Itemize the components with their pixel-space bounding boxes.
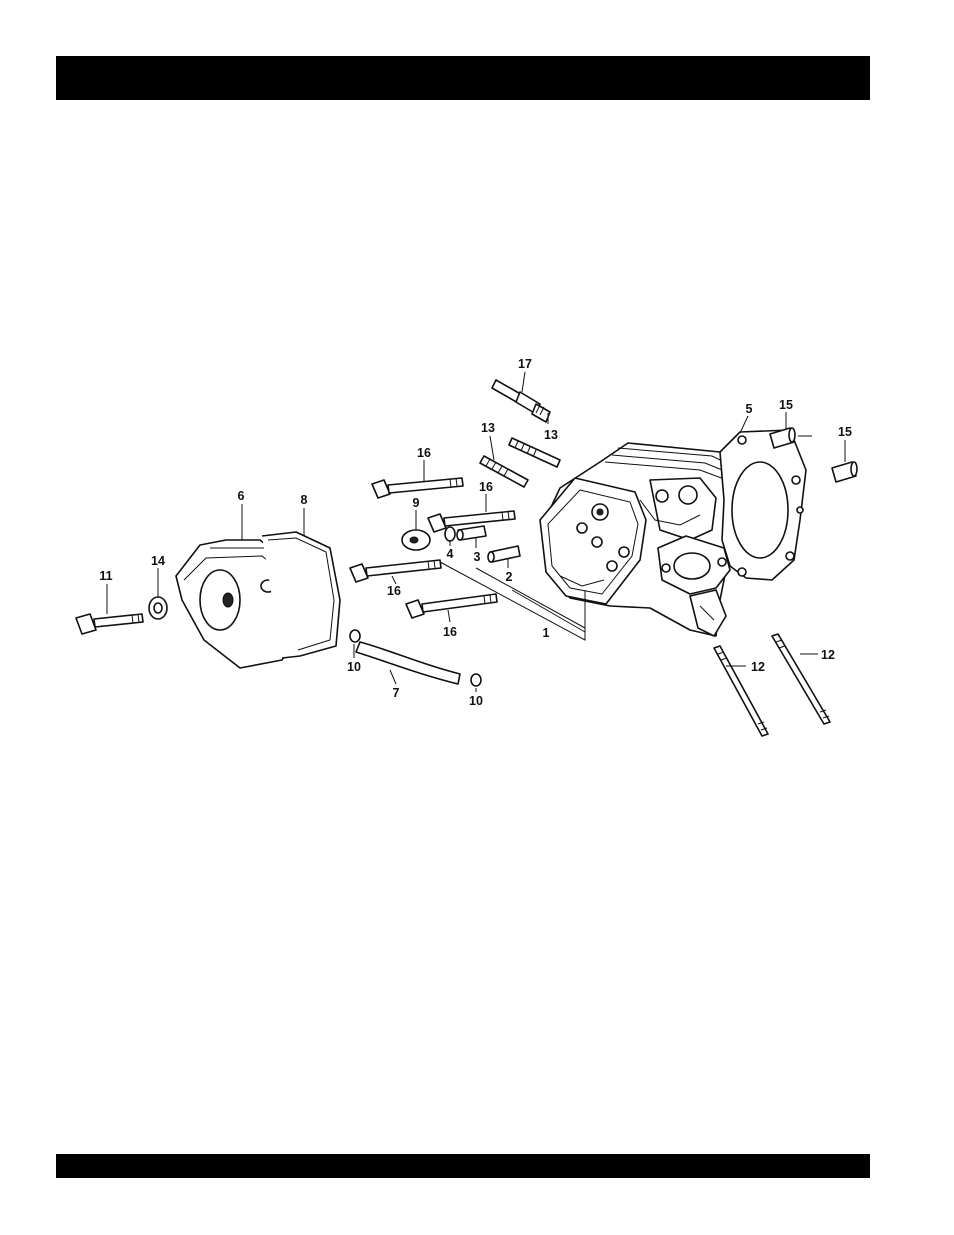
- breather-hose-part: [356, 642, 460, 684]
- callout-16b: 16: [479, 480, 493, 494]
- callout-11: 11: [99, 569, 112, 583]
- dowel-pin-15b: [832, 462, 857, 482]
- callout-13b: 13: [544, 428, 558, 442]
- callout-2: 2: [506, 570, 513, 584]
- callout-14: 14: [151, 554, 165, 568]
- callout-12a: 12: [751, 660, 765, 674]
- bolt-16a: [372, 478, 463, 498]
- callout-1: 1: [543, 626, 550, 640]
- stud-13a: [509, 438, 560, 467]
- bolt-16c: [350, 560, 441, 582]
- callout-16c: 16: [387, 584, 401, 598]
- hose-clamp-10a: [350, 630, 360, 642]
- bolt-11: [76, 614, 143, 634]
- washer-14: [149, 597, 167, 619]
- callout-15b: 15: [838, 425, 852, 439]
- collar-3: [457, 526, 486, 540]
- callout-10a: 10: [347, 660, 361, 674]
- callout-4: 4: [447, 547, 454, 561]
- callout-5: 5: [746, 402, 753, 416]
- o-ring-4: [445, 527, 455, 541]
- callout-3: 3: [474, 550, 481, 564]
- hose-clamp-10b: [471, 674, 481, 686]
- callout-15a: 15: [779, 398, 793, 412]
- callout-16a: 16: [417, 446, 431, 460]
- spark-plug-part: [492, 380, 550, 422]
- washer-9: [402, 530, 430, 550]
- callout-6: 6: [238, 489, 245, 503]
- callout-8: 8: [301, 493, 308, 507]
- callout-16d: 16: [443, 625, 457, 639]
- head-gasket-part: [720, 430, 806, 580]
- dowel-2: [488, 546, 520, 562]
- callout-17: 17: [518, 357, 532, 371]
- bolt-16d: [406, 594, 497, 618]
- cylinder-head-part: [540, 443, 748, 636]
- callout-7: 7: [393, 686, 400, 700]
- callout-10b: 10: [469, 694, 483, 708]
- callout-13a: 13: [481, 421, 495, 435]
- callout-9: 9: [413, 496, 420, 510]
- callout-12b: 12: [821, 648, 835, 662]
